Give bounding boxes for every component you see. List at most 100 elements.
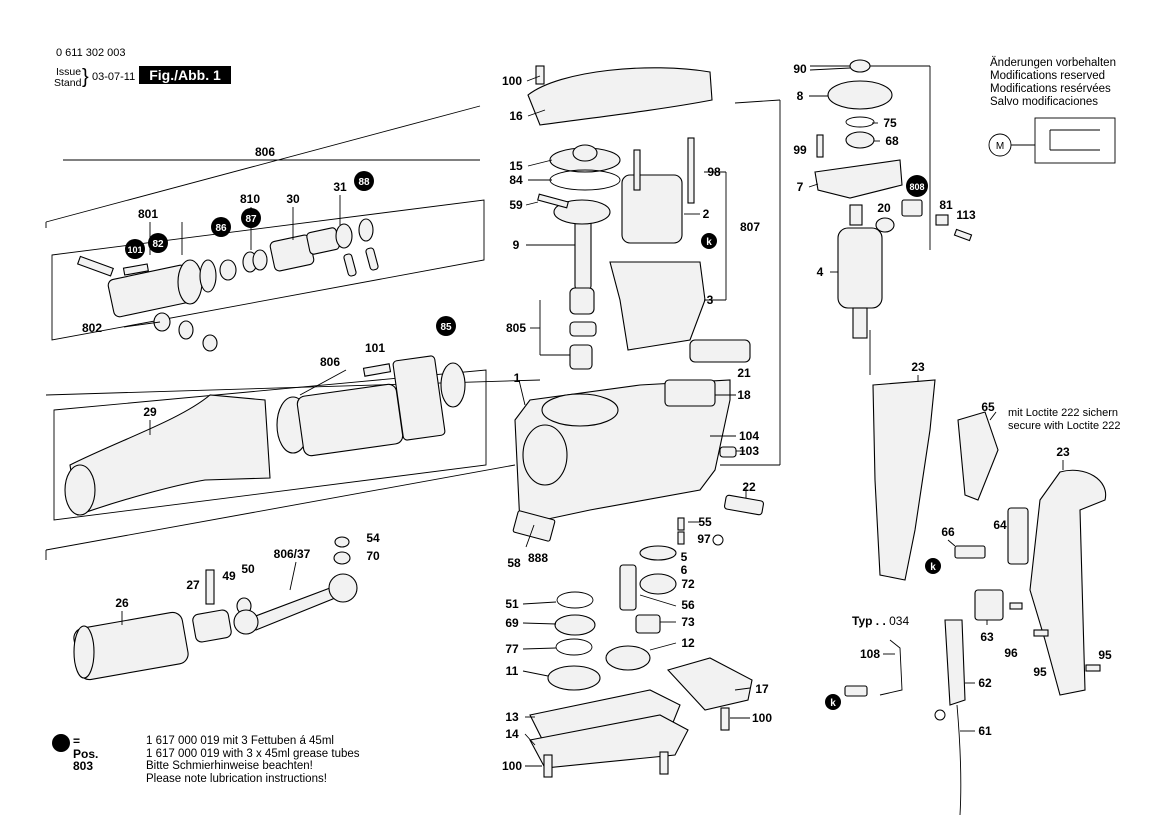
label-99: 99 [793,143,807,157]
label-98: 98 [707,165,721,179]
boot-end [64,464,96,516]
legend-line: 1 617 000 019 with 3 x 45ml grease tubes [146,747,360,760]
ring-84 [549,169,621,191]
label-65: 65 [981,400,995,414]
bearing-69 [554,614,596,636]
label-2: 2 [703,207,710,221]
ring-51 [556,591,594,609]
label-4: 4 [817,265,824,279]
label-14: 14 [505,727,519,741]
label-66: 66 [941,525,955,539]
label-90: 90 [793,62,807,76]
badge-85-icon [436,316,456,336]
label-23a: 23 [911,360,925,374]
cap-15-top [572,144,598,162]
label-6: 6 [681,563,688,577]
label-113: 113 [956,208,976,222]
badge-85: 85 [440,322,452,333]
drive-assembly [76,218,379,352]
label-29: 29 [143,405,157,419]
badge-87: 87 [245,214,257,225]
rod-eye [233,609,259,635]
label-84: 84 [509,173,523,187]
issue-label: Issue [56,66,82,78]
spring-ring [252,249,268,271]
label-27: 27 [186,578,200,592]
loctite-note: mit Loctite 222 sichern secure with Loct… [1008,407,1121,432]
armature-4 [837,227,883,309]
label-96: 96 [1004,646,1018,660]
bearing-20 [875,217,895,233]
label-103: 103 [739,444,759,458]
label-100b: 100 [752,711,772,725]
screw-100b [720,707,730,731]
label-95b: 95 [1098,648,1112,662]
crank-assembly [73,536,358,681]
label-810: 810 [240,192,260,206]
label-61: 61 [978,724,992,738]
part-70 [333,551,351,565]
legend-pos: = Pos. 803 [73,734,99,773]
label-108: 108 [860,647,880,661]
label-20: 20 [877,201,891,215]
label-50: 50 [241,562,255,576]
label-59: 59 [509,198,523,212]
flange-ring [199,259,217,293]
label-56: 56 [681,598,695,612]
screw-101 [122,263,149,276]
label-58: 58 [507,556,521,570]
leader-lines [63,67,1064,767]
legend-line: Bitte Schmierhinweise beachten! [146,760,313,772]
bearing-68 [845,131,875,149]
badge-k-icon [825,694,841,710]
label-888: 888 [528,551,548,565]
label-16: 16 [509,109,523,123]
badge-88-icon [354,171,374,191]
screw-100d [659,751,669,775]
screw-113 [953,228,973,242]
label-30: 30 [286,192,300,206]
label-3: 3 [707,293,714,307]
pin [343,253,357,277]
badge-82: 82 [152,239,164,250]
label-1: 1 [514,371,521,385]
screw-96 [1009,602,1023,610]
label-21: 21 [737,366,751,380]
sleeve-805 [569,344,593,370]
legend-line: 1 617 000 019 mit 3 Fettuben á 45ml [146,735,334,747]
badge-k: k [706,237,712,248]
label-23b: 23 [1056,445,1070,459]
part-labels: 806 801 810 30 31 802 806 101 29 26 27 4… [82,62,1112,773]
cover-17 [666,657,753,711]
label-9: 9 [513,238,520,252]
ground-icon [712,534,724,546]
pin [365,247,379,271]
o-ring [219,259,237,281]
label-68: 68 [885,134,899,148]
badge-808-icon [906,175,928,197]
label-807: 807 [740,220,760,234]
screw-98b [687,137,695,204]
type-value: 034 [889,614,910,628]
label-31: 31 [333,180,347,194]
label-806-mid: 806 [320,355,340,369]
label-12: 12 [681,636,695,650]
screw-100a [535,65,545,85]
o-ring-88 [358,218,374,242]
screw-95b [1085,664,1101,672]
motor-symbol-letter: M [996,141,1004,152]
bearing-72 [639,573,677,595]
rod-eye [328,573,358,603]
circuit-diagram: M [988,117,1116,164]
label-8: 8 [797,89,804,103]
shaft-9 [574,214,592,291]
type-note: Typ . . 034 [852,614,909,628]
capacitor-64 [1007,507,1029,565]
label-15: 15 [509,159,523,173]
outline-frames [45,65,931,560]
key-73 [635,614,661,634]
handle-assembly [844,379,1107,816]
clamp-63 [974,589,1004,621]
label-97: 97 [697,532,711,546]
label-801: 801 [138,207,158,221]
